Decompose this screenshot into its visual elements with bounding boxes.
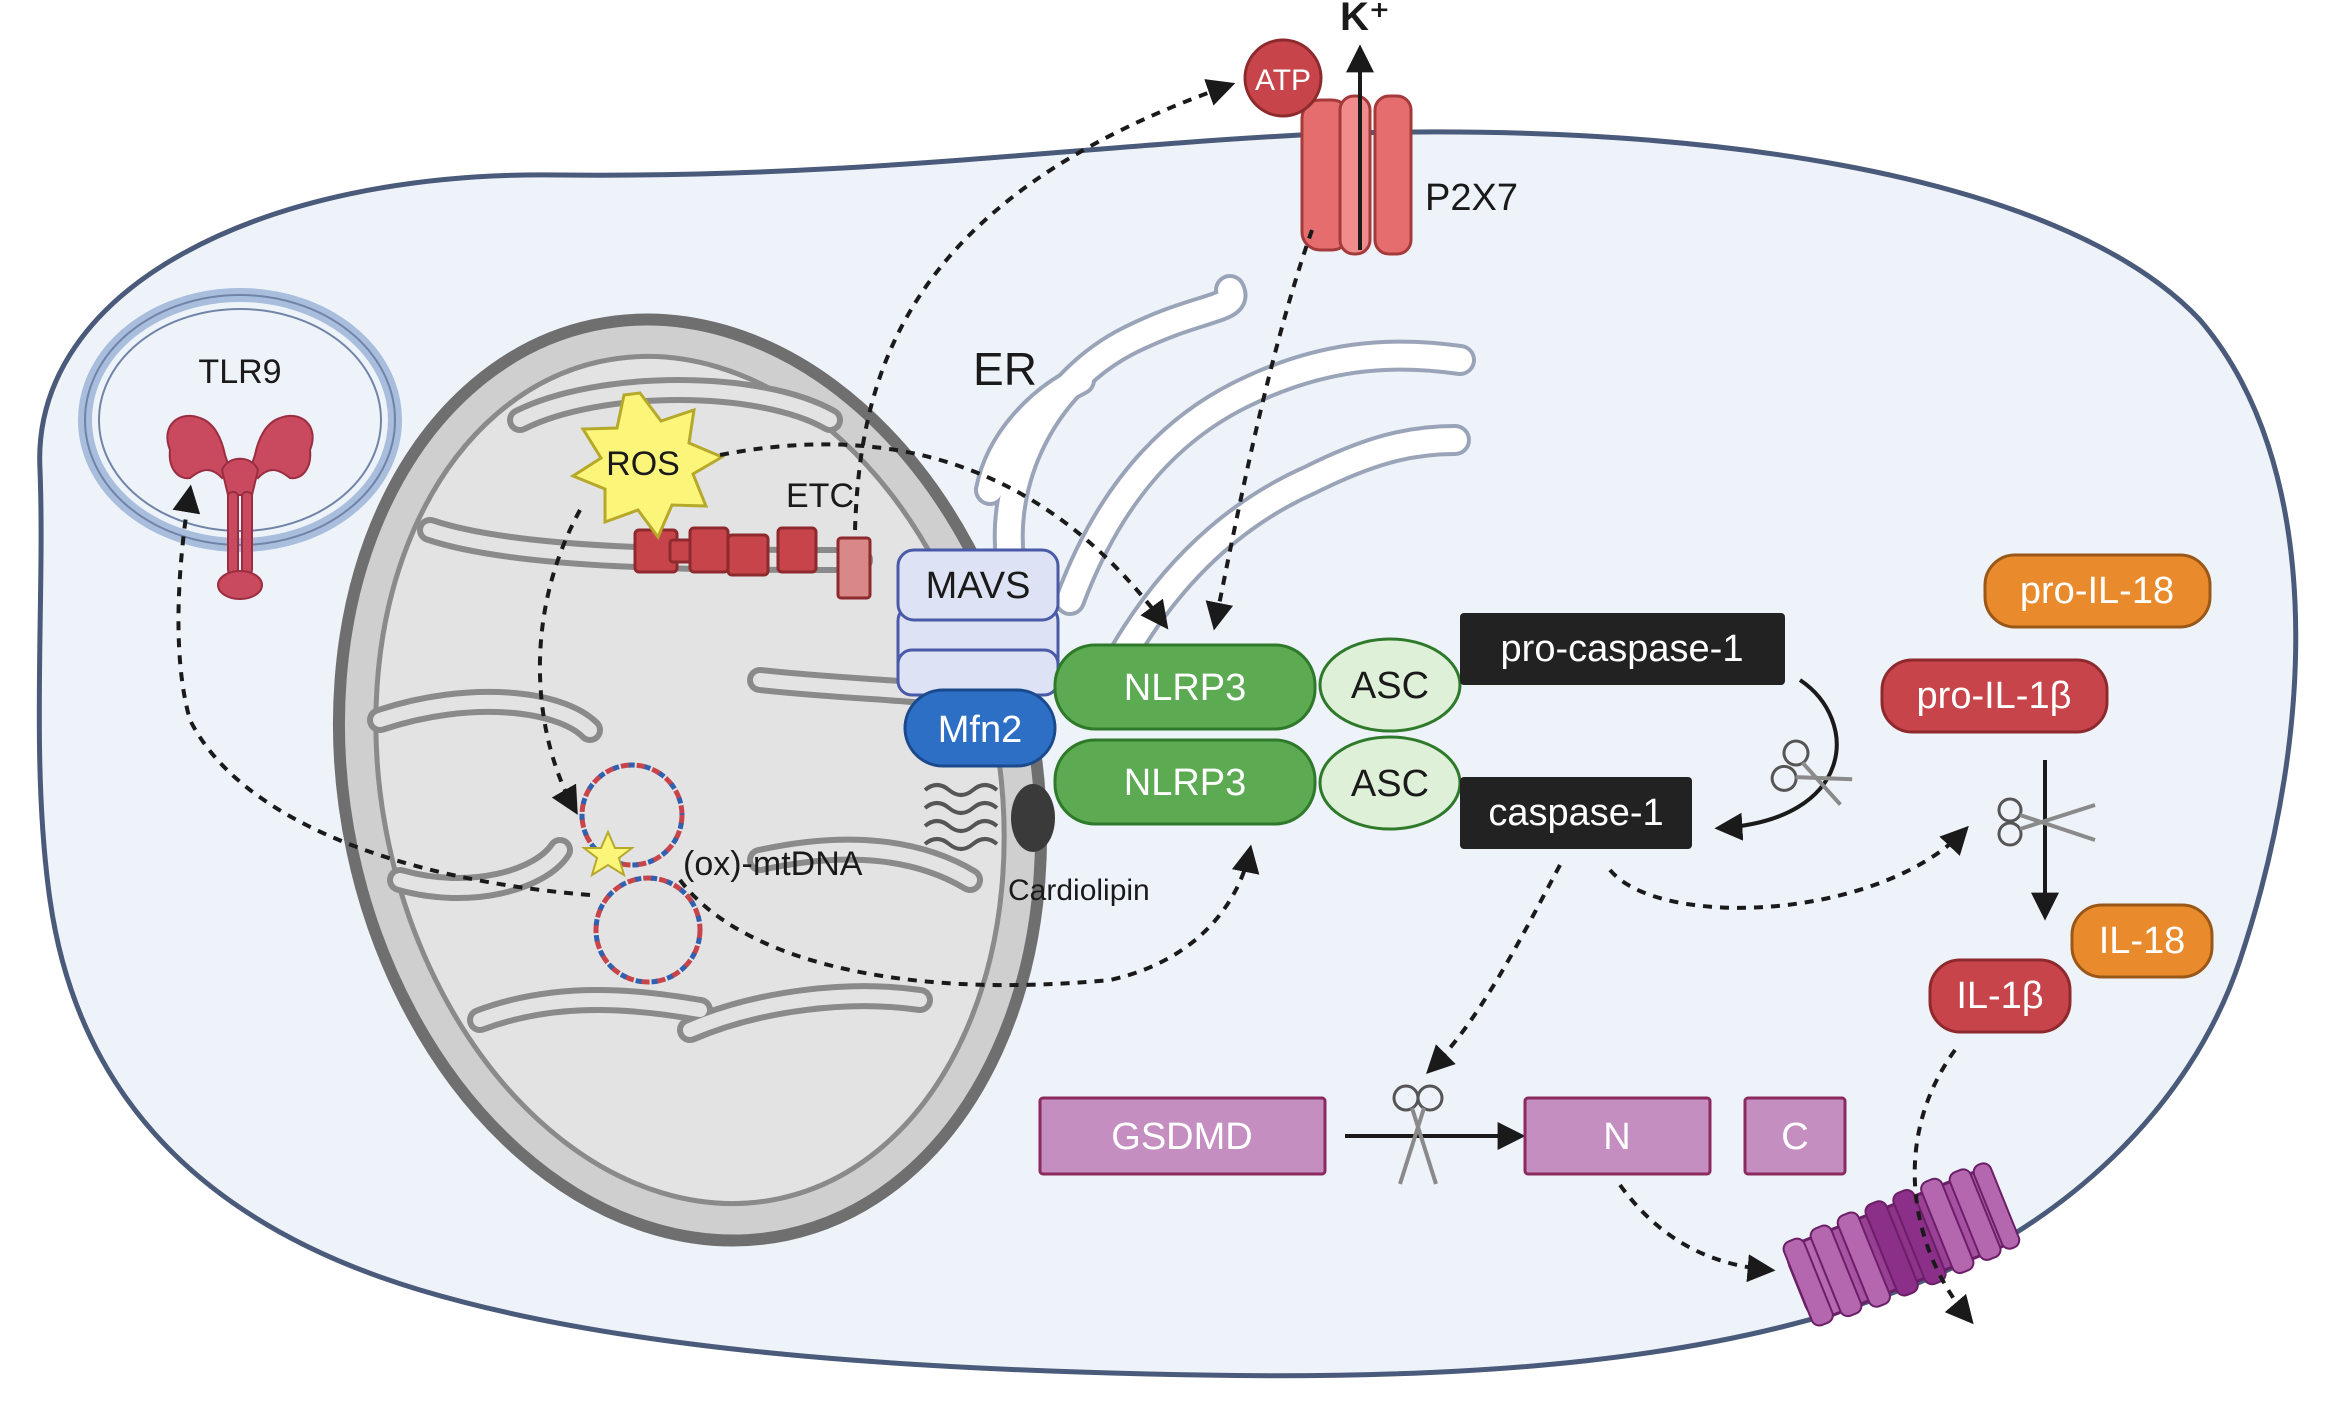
- etc-label: ETC: [786, 477, 854, 515]
- il-release-arrow: [1912, 1048, 1974, 1325]
- atp-label: ATP: [1255, 64, 1311, 97]
- caspase-1-label: caspase-1: [1488, 792, 1663, 834]
- mfn2-label: Mfn2: [938, 709, 1022, 751]
- oxidation-star-icon: [581, 829, 635, 878]
- caspase-to-gsdmd-arrow: [1426, 864, 1562, 1074]
- procaspase-cleavage-arrow: [1714, 678, 1839, 841]
- gsdmd-c-label: C: [1781, 1116, 1808, 1158]
- endosome-vesicle: [78, 288, 402, 552]
- gsdmd-n-label: N: [1603, 1116, 1630, 1158]
- mfn2-protein: [903, 688, 1057, 768]
- cardiolipin-icon: [923, 783, 1055, 852]
- scissors-icon: [1770, 739, 1853, 806]
- ros-to-mtdna-arrow: [537, 509, 582, 815]
- er-label: ER: [973, 343, 1037, 395]
- cardiolipin-label: Cardiolipin: [1008, 874, 1150, 907]
- tlr9-label: TLR9: [198, 353, 281, 391]
- mavs-complex: [896, 548, 1060, 697]
- p2x7-label: P2X7: [1425, 177, 1518, 219]
- asc-top: [1318, 637, 1462, 733]
- etc-complexes: [633, 526, 872, 600]
- asc-bottom-label: ASC: [1351, 763, 1429, 805]
- nlrp3-bottom-label: NLRP3: [1124, 762, 1247, 804]
- ros-label: ROS: [606, 445, 680, 483]
- mtdna-to-nlrp3-arrow: [678, 844, 1260, 988]
- gsdmd-label: GSDMD: [1111, 1116, 1252, 1158]
- atp-molecule: [1243, 38, 1323, 118]
- il18-box: [2070, 903, 2214, 979]
- gsdmd-box: [1038, 1096, 1327, 1176]
- nlrp3-bottom: [1053, 738, 1317, 826]
- gsdmd-n-box: [1523, 1096, 1712, 1176]
- scissors-icon: [1997, 797, 2096, 847]
- nlrp3-top: [1053, 643, 1317, 731]
- il18-label: IL-18: [2099, 920, 2186, 962]
- scissors-icon: [1392, 1084, 1444, 1185]
- dna-circle-icon: [579, 762, 703, 985]
- ion-channel-icon: [1300, 94, 1413, 256]
- p2x7-to-nlrp3-arrow: [1205, 229, 1314, 631]
- nlrp3-top-label: NLRP3: [1124, 667, 1247, 709]
- ros-burst-icon: [569, 391, 726, 540]
- pro-caspase-1-box: [1460, 613, 1785, 685]
- mavs-label: MAVS: [926, 565, 1031, 607]
- pro-caspase-1-label: pro-caspase-1: [1501, 628, 1744, 670]
- il1b-box: [1928, 958, 2072, 1034]
- caspase-to-il-arrow: [1608, 825, 1969, 910]
- mtdna-label: (ox)-mtDNA: [683, 845, 863, 883]
- k-plus-label: K⁺: [1340, 0, 1390, 39]
- asc-top-label: ASC: [1351, 665, 1429, 707]
- ros-to-nlrp3-arrow: [719, 442, 1169, 630]
- caspase-1-box: [1460, 777, 1692, 849]
- pro-il1b-label: pro-IL-1β: [1917, 675, 2072, 717]
- pro-il1b-box: [1880, 658, 2109, 734]
- tlr9-receptor-icon: [166, 414, 314, 600]
- pro-il18-label: pro-IL-18: [2020, 570, 2174, 612]
- gsdmd-c-box: [1743, 1096, 1847, 1176]
- etc-to-atp-arrow: [853, 79, 1236, 531]
- pro-il18-box: [1983, 553, 2212, 629]
- mtdna-to-tlr9-arrow: [172, 484, 591, 897]
- signaling-arrows: [172, 79, 1974, 1325]
- il1b-label: IL-1β: [1956, 975, 2043, 1017]
- n-terminal-to-pore-arrow: [1618, 1183, 1776, 1283]
